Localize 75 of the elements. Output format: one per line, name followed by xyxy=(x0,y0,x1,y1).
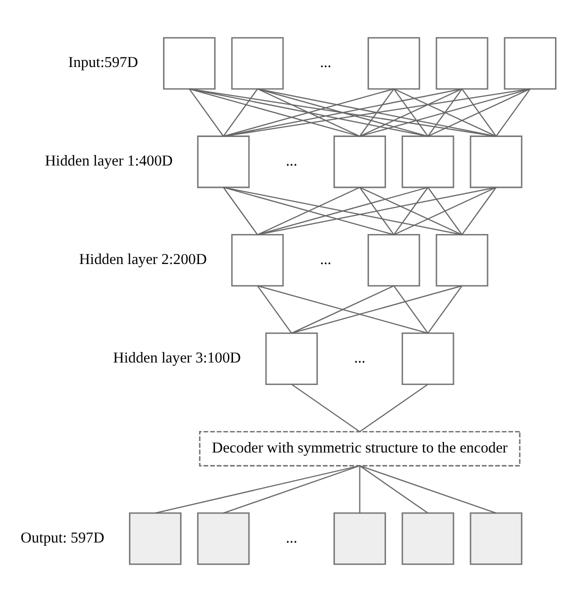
connector xyxy=(257,186,428,236)
connector xyxy=(427,187,462,236)
connector xyxy=(359,88,394,137)
connector xyxy=(462,187,497,236)
connector xyxy=(393,286,428,334)
node-box xyxy=(470,512,522,565)
label: ... xyxy=(354,350,366,366)
connector xyxy=(359,465,428,514)
connector xyxy=(257,186,496,236)
label: ... xyxy=(320,54,332,71)
connector xyxy=(393,88,428,137)
label: Hidden layer 2:200D xyxy=(79,252,207,268)
connector xyxy=(360,88,530,137)
node-box xyxy=(402,136,454,188)
connector xyxy=(462,88,497,137)
connector xyxy=(189,88,496,137)
node-box xyxy=(436,234,488,287)
connector xyxy=(189,88,428,137)
connector xyxy=(223,88,394,137)
node-box xyxy=(504,37,556,90)
connector xyxy=(428,88,530,137)
label: Hidden layer 3:100D xyxy=(113,350,241,366)
connector xyxy=(291,285,462,334)
connector xyxy=(427,286,462,334)
node-box xyxy=(402,332,454,386)
label: Output: 597D xyxy=(20,530,104,546)
connector xyxy=(155,465,360,514)
connector xyxy=(223,88,462,137)
node-box xyxy=(333,136,386,188)
node-box xyxy=(163,37,216,90)
connector xyxy=(257,285,428,334)
connector xyxy=(222,187,258,236)
label: Input:597D xyxy=(68,54,138,71)
connector xyxy=(393,187,428,236)
node-box xyxy=(265,332,318,386)
node-box xyxy=(231,234,284,287)
node-box xyxy=(128,512,182,565)
connector xyxy=(222,88,258,137)
connector xyxy=(360,465,496,514)
label: ... xyxy=(286,153,298,170)
connector xyxy=(257,186,360,236)
connector xyxy=(257,286,292,334)
node-box xyxy=(368,234,420,287)
connector xyxy=(291,285,394,334)
connector xyxy=(257,88,360,137)
node-box xyxy=(402,512,454,565)
node-box xyxy=(368,37,420,90)
connector xyxy=(359,187,394,236)
connector xyxy=(223,88,530,137)
node-box xyxy=(436,37,488,90)
node-box xyxy=(197,512,250,565)
connector xyxy=(257,88,496,137)
node-box xyxy=(470,136,522,188)
connector xyxy=(359,384,428,432)
connector xyxy=(394,186,496,236)
connector xyxy=(427,88,462,137)
connector xyxy=(394,88,496,137)
connector xyxy=(223,186,394,236)
connector xyxy=(188,88,224,137)
node-box xyxy=(333,512,386,565)
connector xyxy=(360,186,462,236)
connector xyxy=(359,466,360,514)
connector xyxy=(223,186,462,236)
connector xyxy=(496,88,531,137)
connector xyxy=(223,465,360,514)
label: ... xyxy=(286,530,298,546)
connector xyxy=(257,88,428,137)
label: ... xyxy=(320,252,332,268)
node-box xyxy=(231,37,284,90)
connector xyxy=(360,88,462,137)
connector xyxy=(189,88,360,137)
node-box: Decoder with symmetric structure to the encoder xyxy=(199,430,520,466)
connector xyxy=(291,384,360,432)
node-box xyxy=(197,136,250,188)
label: Hidden layer 1:400D xyxy=(44,153,173,170)
